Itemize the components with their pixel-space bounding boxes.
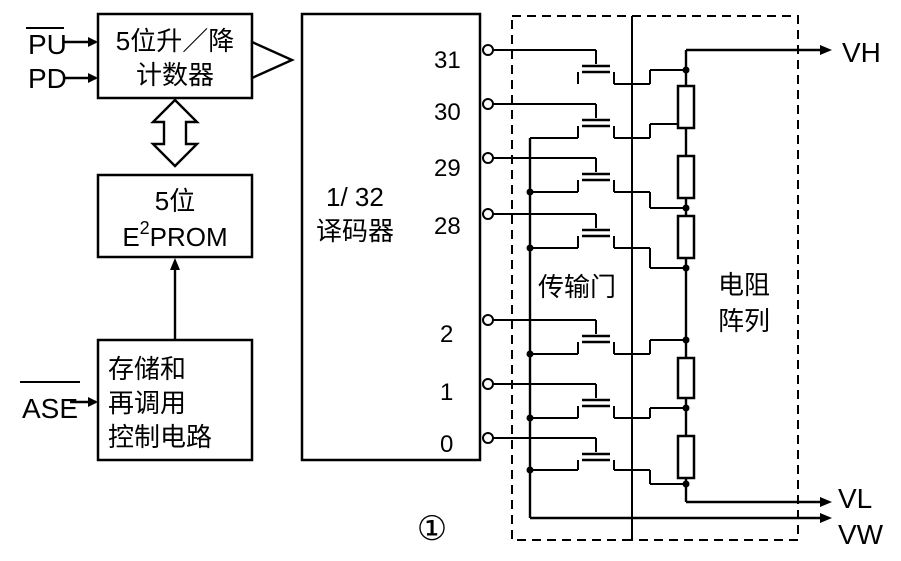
resistor-junction-dot: [682, 204, 690, 212]
resistor: [676, 434, 696, 480]
eeprom-label-line2: E2PROM: [122, 218, 227, 252]
resistor-array-region: [631, 15, 799, 541]
vl-label: VL: [838, 483, 872, 514]
bus-junction-dot: [526, 244, 534, 252]
resistor: [676, 356, 696, 400]
transistor-row-0: [482, 432, 686, 485]
resistor-junction-dot: [682, 66, 690, 74]
decoder-output-28: 28: [434, 213, 461, 240]
control-label-line2: 再调用: [108, 388, 186, 418]
transistor-row-31: [482, 44, 686, 85]
eeprom-block: [96, 173, 254, 259]
resistor: [676, 214, 696, 260]
resistor: [676, 154, 696, 200]
bus-junction-dot: [526, 188, 534, 196]
transistor-row-28: [482, 208, 686, 269]
pu-arrow-icon: [88, 37, 98, 47]
bus-junction-dot: [526, 350, 534, 358]
decoder-output-29: 29: [434, 155, 461, 182]
resistor-junction-dot: [682, 480, 690, 488]
vh-arrow-icon: [820, 45, 832, 55]
ase-label: ASE: [22, 393, 78, 424]
counter-to-decoder-arrow-icon: [250, 40, 295, 80]
vw-arrow-icon: [820, 513, 832, 523]
eeprom-label-line1: 5位: [155, 186, 195, 216]
counter-label-line1: 5位升／降: [116, 26, 234, 56]
decoder-block: [300, 12, 482, 462]
resistor-junction-dot: [682, 336, 690, 344]
transistor-row-29: [482, 152, 686, 209]
transistor-row-30: [482, 98, 686, 139]
transistor-row-2: [482, 314, 686, 355]
pd-label: PD: [28, 63, 67, 94]
transistor-row-1: [482, 378, 686, 419]
pd-arrow-icon: [88, 73, 98, 83]
vh-label: VH: [842, 37, 881, 68]
decoder-output-31: 31: [434, 47, 461, 74]
resistor-junction-dot: [682, 264, 690, 272]
decoder-label-line1: 1/ 32: [326, 182, 384, 212]
resistor: [676, 84, 696, 130]
resistor-array-label-line1: 电阻: [718, 270, 770, 300]
figure-number: ①: [417, 510, 447, 548]
resistor-junction-dot: [682, 404, 690, 412]
decoder-output-2: 2: [440, 321, 453, 348]
control-label-line3: 控制电路: [108, 422, 212, 452]
counter-label-line2: 计数器: [136, 60, 214, 90]
control-to-eeprom-arrow-icon: [170, 258, 180, 270]
decoder-output-0: 0: [440, 431, 453, 458]
counter-block: [96, 12, 254, 100]
bus-junction-dot: [526, 466, 534, 474]
decoder-output-30: 30: [434, 99, 461, 126]
vw-label: VW: [838, 519, 884, 550]
pu-label: PU: [28, 29, 67, 60]
bidirectional-bus-arrow-icon: [150, 98, 200, 168]
decoder-label-line2: 译码器: [316, 216, 394, 246]
decoder-output-1: 1: [440, 379, 453, 406]
bus-junction-dot: [526, 414, 534, 422]
transmission-gate-label: 传输门: [538, 272, 616, 302]
vl-arrow-icon: [820, 497, 832, 507]
ase-arrow-icon: [88, 397, 98, 407]
control-block: [96, 338, 254, 462]
control-label-line1: 存储和: [108, 354, 186, 384]
resistor-array-label-line2: 阵列: [718, 306, 770, 336]
